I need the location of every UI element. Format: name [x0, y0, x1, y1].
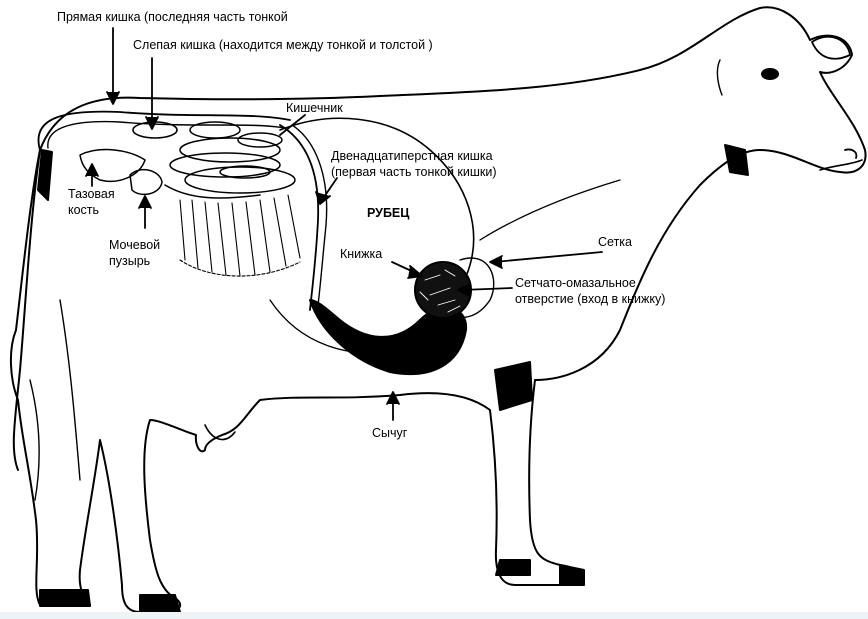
label-bladder-line1: Мочевой	[109, 238, 161, 252]
label-bladder-line2: пузырь	[109, 254, 151, 268]
abomasum	[309, 299, 468, 376]
label-duodenum-line2: (первая часть тонкой кишки)	[331, 165, 497, 179]
cow-tail	[12, 149, 41, 471]
cow-nostril	[844, 148, 858, 159]
label-duodenum-line1: Двенадцатиперстная кишка	[331, 149, 493, 163]
label-abomasum: Сычуг	[372, 426, 408, 440]
label-pelvic-line2: кость	[68, 203, 100, 217]
bladder	[129, 168, 163, 196]
hip-shadow	[37, 149, 53, 201]
neck-shadow	[724, 144, 749, 176]
cow-eye	[761, 68, 779, 80]
label-rumen: РУБЕЦ	[367, 206, 410, 220]
leg-shadow	[494, 361, 533, 411]
label-rectum: Прямая кишка (последняя часть тонкой	[57, 10, 288, 24]
leader-lines	[85, 27, 603, 421]
front-hoof-right	[559, 564, 585, 586]
rectum-tube	[37, 110, 291, 151]
rear-hoof-left	[39, 589, 91, 607]
label-orifice-line2: отверстие (вход в книжку)	[515, 292, 666, 306]
cow-body-outline	[9, 6, 867, 613]
label-cecum: Слепая кишка (находится между тонкой и т…	[133, 38, 433, 52]
label-orifice-line1: Сетчато-омазальное	[515, 276, 636, 290]
duodenum-tube	[279, 124, 320, 311]
intestine-coils	[164, 121, 296, 199]
label-reticulum: Сетка	[598, 235, 632, 249]
mesentery	[179, 194, 301, 277]
cow-ear	[811, 35, 851, 60]
label-pelvic-line1: Тазовая	[68, 187, 115, 201]
cow-udder	[204, 424, 236, 441]
pelvic-bone	[79, 148, 146, 182]
bottom-edge-bar	[0, 612, 868, 619]
front-hoof-left	[495, 559, 531, 576]
label-intestine: Кишечник	[286, 101, 343, 115]
label-omasum: Книжка	[340, 247, 383, 261]
cow-mouth	[819, 159, 863, 171]
rear-hoof-right	[139, 594, 181, 613]
